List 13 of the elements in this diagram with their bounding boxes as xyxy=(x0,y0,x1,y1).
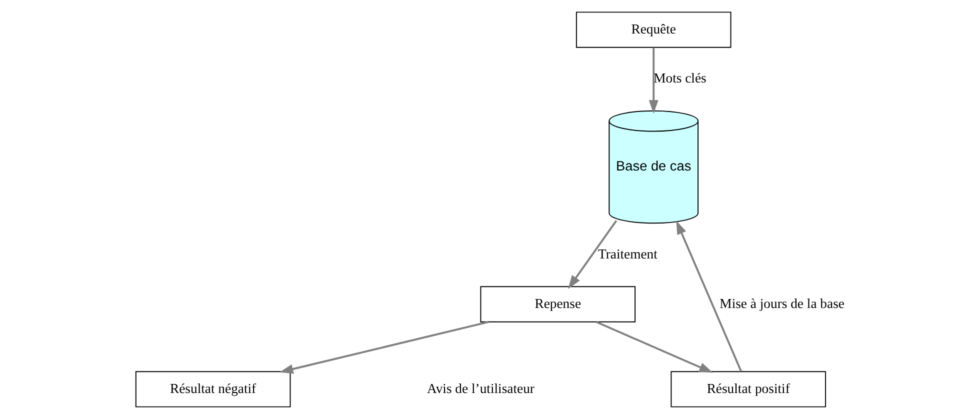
node-box: Requête xyxy=(575,12,731,48)
edge-label: Traitement xyxy=(598,246,657,262)
arrow xyxy=(676,220,742,372)
node-box: Résultat positif xyxy=(670,371,826,408)
arrow xyxy=(568,220,617,289)
node-box: Repense xyxy=(480,286,636,322)
arrow xyxy=(596,321,712,373)
node-box: Résultat négatif xyxy=(134,371,290,408)
edge-label: Mots clés xyxy=(653,70,706,86)
label: Avis de l’utilisateur xyxy=(426,380,534,396)
edge-label: Mise à jours de la base xyxy=(719,296,844,311)
arrow xyxy=(648,48,658,114)
arrow xyxy=(278,320,488,374)
